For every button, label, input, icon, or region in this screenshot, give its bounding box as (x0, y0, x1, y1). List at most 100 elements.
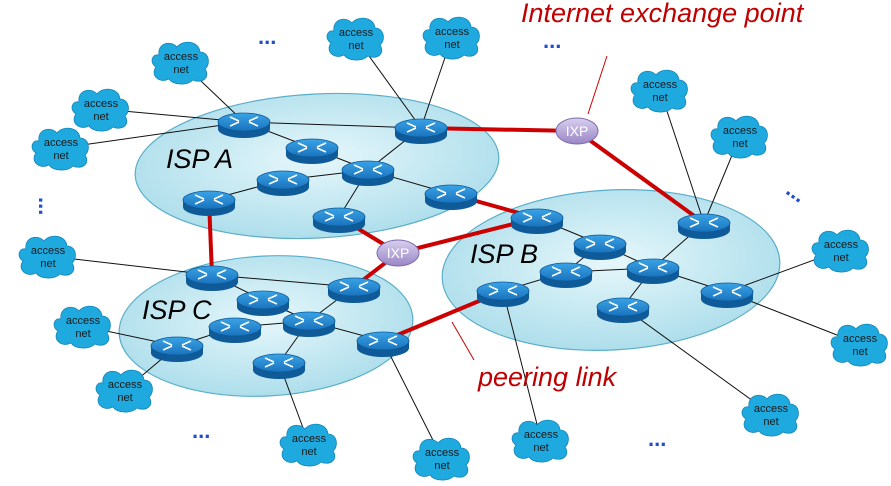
access-net-label-line1: access (31, 245, 66, 257)
access-net-label-line2: net (173, 64, 188, 76)
access-link (622, 306, 772, 415)
router-icon (208, 317, 262, 343)
router-icon (312, 207, 366, 233)
access-net-label-line2: net (444, 39, 459, 51)
access-net-label-line2: net (301, 446, 316, 458)
access-net-label-line1: access (292, 433, 327, 445)
cloud-icon (741, 393, 799, 437)
access-net-label-line1: access (524, 429, 559, 441)
cloud-icon (71, 88, 129, 132)
cloud-icon (630, 69, 688, 113)
ellipsis-top-right: ... (543, 28, 561, 53)
access-link (502, 290, 542, 441)
cloud-icon (511, 419, 569, 463)
access-net-label-line1: access (164, 51, 199, 63)
ixp-callout: Internet exchange point (521, 0, 805, 28)
router-icon (185, 265, 239, 291)
peering-callout-pointer (451, 321, 475, 361)
cloud-icon (412, 437, 470, 481)
cloud-icon (710, 115, 768, 159)
access-link (60, 121, 245, 149)
access-net-label-line1: access (108, 379, 143, 391)
cloud-icon (151, 41, 209, 85)
router-icon (394, 118, 448, 144)
access-net-label-line2: net (93, 111, 108, 123)
access-net-label-line1: access (824, 239, 859, 251)
peering-link (575, 129, 706, 225)
isp-b-label: ISP B (470, 239, 538, 269)
access-net-label-line1: access (44, 137, 79, 149)
access-net-label-line2: net (53, 150, 68, 162)
access-net-label-line1: access (754, 403, 789, 415)
access-link (659, 89, 705, 224)
access-net-label-line2: net (434, 460, 449, 472)
access-net-label-line1: access (843, 333, 878, 345)
ellipsis-bottom-right: ... (648, 426, 666, 451)
router-icon (217, 112, 271, 138)
ellipsis-right: ... (782, 176, 811, 207)
cloud-icon (830, 323, 888, 367)
ixp-label: IXP (566, 123, 589, 139)
access-net-label-line1: access (66, 315, 101, 327)
peering-link-callout: peering link (477, 362, 618, 392)
cloud-icon (95, 369, 153, 413)
router-icon (282, 311, 336, 337)
access-net-label-line1: access (425, 447, 460, 459)
router-icon (510, 208, 564, 234)
access-net-label-line2: net (763, 416, 778, 428)
access-net-label-line2: net (117, 392, 132, 404)
router-icon (256, 170, 310, 196)
router-icon (285, 138, 339, 164)
access-net-label-line2: net (852, 346, 867, 358)
access-net-label-line2: net (833, 252, 848, 264)
ixp-label: IXP (387, 245, 410, 261)
access-net-label-line2: net (348, 40, 363, 52)
router-icon (356, 331, 410, 357)
router-icon (150, 336, 204, 362)
access-link (382, 340, 443, 459)
access-net-label-line1: access (435, 26, 470, 38)
access-net-label-line2: net (75, 328, 90, 340)
access-net-label-line2: net (40, 258, 55, 270)
router-icon (476, 281, 530, 307)
access-net-label-line1: access (84, 98, 119, 110)
internal-link (243, 121, 422, 129)
router-icon (182, 190, 236, 216)
cloud-icon (279, 423, 337, 467)
access-net-label-line1: access (723, 125, 758, 137)
router-icon (596, 297, 650, 323)
ixp-node-2: IXP (376, 239, 420, 267)
access-net-label-line1: access (643, 79, 678, 91)
cloud-icon (31, 127, 89, 171)
access-net-label-line2: net (652, 92, 667, 104)
access-net-label-line2: net (533, 442, 548, 454)
router-icon (236, 290, 290, 316)
router-icon (341, 160, 395, 186)
access-net-label-line2: net (732, 138, 747, 150)
router-icon (677, 213, 731, 239)
ellipsis-top-left: ... (258, 24, 276, 49)
isp-c-label: ISP C (142, 295, 212, 325)
cloud-icon (811, 229, 869, 273)
router-icon (626, 258, 680, 284)
access-link (47, 255, 213, 276)
cloud-icon (53, 305, 111, 349)
router-icon (424, 184, 478, 210)
